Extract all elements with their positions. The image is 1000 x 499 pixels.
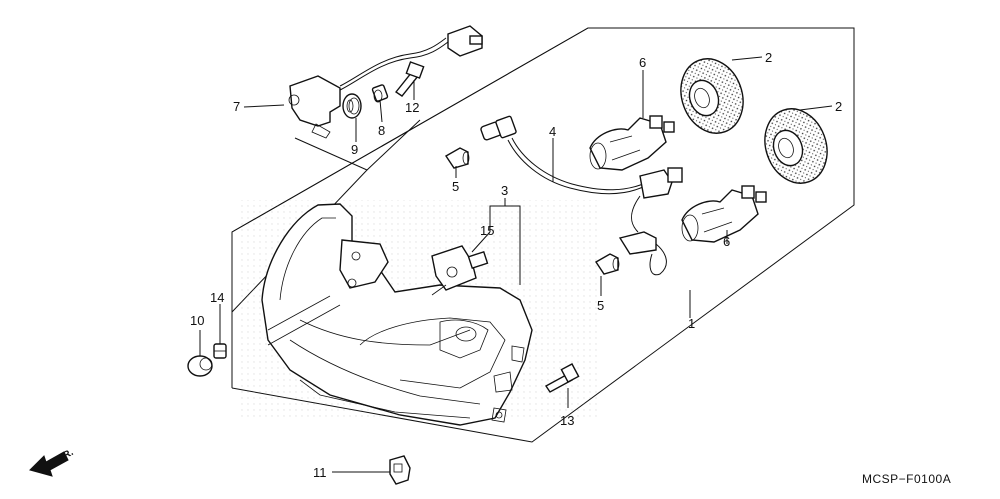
mount-nut [213, 343, 227, 359]
callout-10: 10 [190, 313, 204, 328]
clip-nut [389, 455, 411, 485]
position-bulb-lower [595, 253, 620, 275]
socket-harness [480, 115, 683, 276]
callout-2a: 2 [765, 50, 772, 65]
callout-labels: 1 2 2 3 4 5 5 6 6 7 8 9 10 11 12 13 14 1… [190, 50, 842, 480]
front-arrow-icon: FR. [29, 447, 76, 477]
rubber-mount [187, 355, 213, 377]
dust-cover-lower [764, 108, 828, 184]
position-bulb-upper [445, 147, 470, 169]
mount-bolt-top [394, 61, 425, 97]
callout-9: 9 [351, 142, 358, 157]
callout-3: 3 [501, 183, 508, 198]
callout-6a: 6 [639, 55, 646, 70]
mount-collar [371, 84, 389, 103]
diagram-code: MCSP−F0100A [862, 472, 951, 486]
callout-4: 4 [549, 124, 556, 139]
callout-1: 1 [688, 316, 695, 331]
callout-8: 8 [378, 123, 385, 138]
direction-label: FR. [56, 447, 76, 465]
wiring-connector [288, 25, 483, 139]
callout-6b: 6 [723, 234, 730, 249]
headlight-bulb-upper [589, 115, 675, 171]
callout-11: 11 [313, 465, 327, 480]
headlight-housing [240, 200, 600, 426]
callout-2b: 2 [835, 99, 842, 114]
beam-adjuster [431, 245, 489, 296]
callout-5a: 5 [452, 179, 459, 194]
dust-cover-upper [680, 58, 744, 134]
callout-13: 13 [560, 413, 574, 428]
headlight-bulb-lower [681, 185, 767, 243]
leader-lines [199, 56, 833, 473]
mount-grommet [342, 93, 362, 119]
callout-15: 15 [480, 223, 494, 238]
callout-7: 7 [233, 99, 240, 114]
callout-12: 12 [405, 100, 419, 115]
callout-14: 14 [210, 290, 224, 305]
mount-bolt-side [544, 363, 580, 393]
callout-5b: 5 [597, 298, 604, 313]
